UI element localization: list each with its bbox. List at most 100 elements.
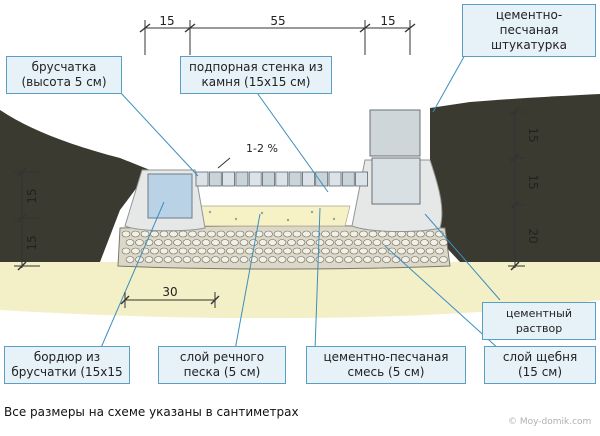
mix-dots: [208, 210, 336, 222]
label-river-sand: слой речного песка (5 см): [158, 346, 286, 384]
pebble: [226, 230, 235, 238]
paver-row: [195, 171, 369, 187]
pebble: [420, 256, 429, 263]
pebble: [182, 256, 192, 263]
label-mix-line2: смесь (5 см): [347, 365, 425, 379]
pebble: [163, 239, 173, 246]
label-sand-line1: слой речного: [179, 350, 265, 364]
pebble: [268, 239, 277, 246]
paver-block: [195, 171, 209, 187]
pebble: [216, 230, 226, 238]
pebble: [159, 247, 169, 255]
pebble: [169, 230, 178, 238]
pebble: [277, 256, 287, 263]
label-wall-line2: камня (15х15 см): [201, 75, 311, 89]
pebble: [378, 230, 387, 238]
pebble: [150, 247, 159, 255]
label-wall-line1: подпорная стенка из: [189, 60, 323, 74]
pebble: [173, 256, 182, 263]
pebble: [159, 230, 169, 238]
pebble: [135, 239, 144, 246]
label-gravel-line2: (15 см): [517, 365, 563, 379]
pebble: [245, 247, 254, 255]
pebble: [150, 230, 159, 238]
pebble: [368, 247, 378, 255]
pebble: [397, 247, 406, 255]
pebble: [325, 256, 334, 263]
pebble: [201, 239, 211, 246]
dim-right-lower: 20: [526, 228, 540, 243]
pebble: [169, 247, 178, 255]
pebble: [382, 239, 391, 246]
pebble: [334, 256, 344, 263]
label-sand-line2: песка (5 см): [183, 365, 261, 379]
pebble: [439, 256, 448, 263]
retaining-wall-bottom: [371, 157, 421, 205]
pebble: [283, 230, 292, 238]
paver-block: [248, 171, 262, 187]
pebble: [334, 239, 344, 246]
cement-sand-mix-layer: [189, 205, 351, 227]
pebble: [340, 247, 349, 255]
dim-right-middle: 15: [526, 174, 540, 189]
pebble: [435, 247, 444, 255]
pebble: [178, 230, 188, 238]
dimension-ticks: [17, 23, 520, 305]
pebble: [321, 230, 330, 238]
pebble: [292, 230, 302, 238]
pebble: [359, 247, 368, 255]
pebble: [368, 230, 378, 238]
pebble: [268, 256, 277, 263]
dim-top-right: 15: [380, 14, 395, 28]
pebble: [372, 239, 382, 246]
pebble: [330, 247, 340, 255]
pebble: [378, 247, 387, 255]
pebble: [382, 256, 391, 263]
paver-block: [208, 171, 222, 187]
label-curb: бордюр из брусчатки (15х15: [4, 346, 130, 384]
pebble: [277, 239, 287, 246]
pebble: [125, 256, 135, 263]
pebble: [178, 247, 188, 255]
pebble: [188, 247, 197, 255]
pebble: [401, 256, 410, 263]
label-gravel: слой щебня (15 см): [484, 346, 596, 384]
pebble: [144, 256, 154, 263]
pebble: [344, 256, 353, 263]
dim-bottom: 30: [162, 285, 177, 299]
pebble: [163, 256, 173, 263]
dim-top-middle: 55: [270, 14, 285, 28]
footnote: Все размеры на схеме указаны в сантиметр…: [4, 405, 299, 419]
pebble: [254, 247, 264, 255]
paver-block: [355, 171, 369, 187]
label-plaster-line2: штукатурка: [491, 38, 567, 52]
pebble: [239, 256, 249, 263]
slope-label: 1-2 %: [246, 142, 278, 155]
retaining-wall-top: [369, 109, 421, 157]
pebble: [211, 256, 220, 263]
pebble: [296, 256, 306, 263]
paver-block: [315, 171, 329, 187]
pebble: [306, 239, 315, 246]
paver-block: [301, 171, 315, 187]
pebble: [344, 239, 353, 246]
pebble: [207, 247, 216, 255]
pebble: [330, 230, 340, 238]
pebble: [306, 256, 315, 263]
dim-left-lower: 15: [25, 235, 39, 250]
dim-left-upper: 15: [25, 188, 39, 203]
pebble: [220, 239, 230, 246]
pebble: [410, 256, 420, 263]
pebble: [311, 230, 321, 238]
pebble: [283, 247, 292, 255]
pebble: [154, 256, 163, 263]
label-mix-line1: цементно-песчаная: [323, 350, 449, 364]
pebble: [131, 247, 140, 255]
label-cement-mortar: цементный раствор: [482, 302, 596, 340]
soil-left: [0, 110, 150, 262]
pebble: [439, 239, 448, 246]
pebble: [429, 239, 439, 246]
pebble: [207, 230, 216, 238]
pebble: [391, 239, 401, 246]
pebble: [325, 239, 334, 246]
